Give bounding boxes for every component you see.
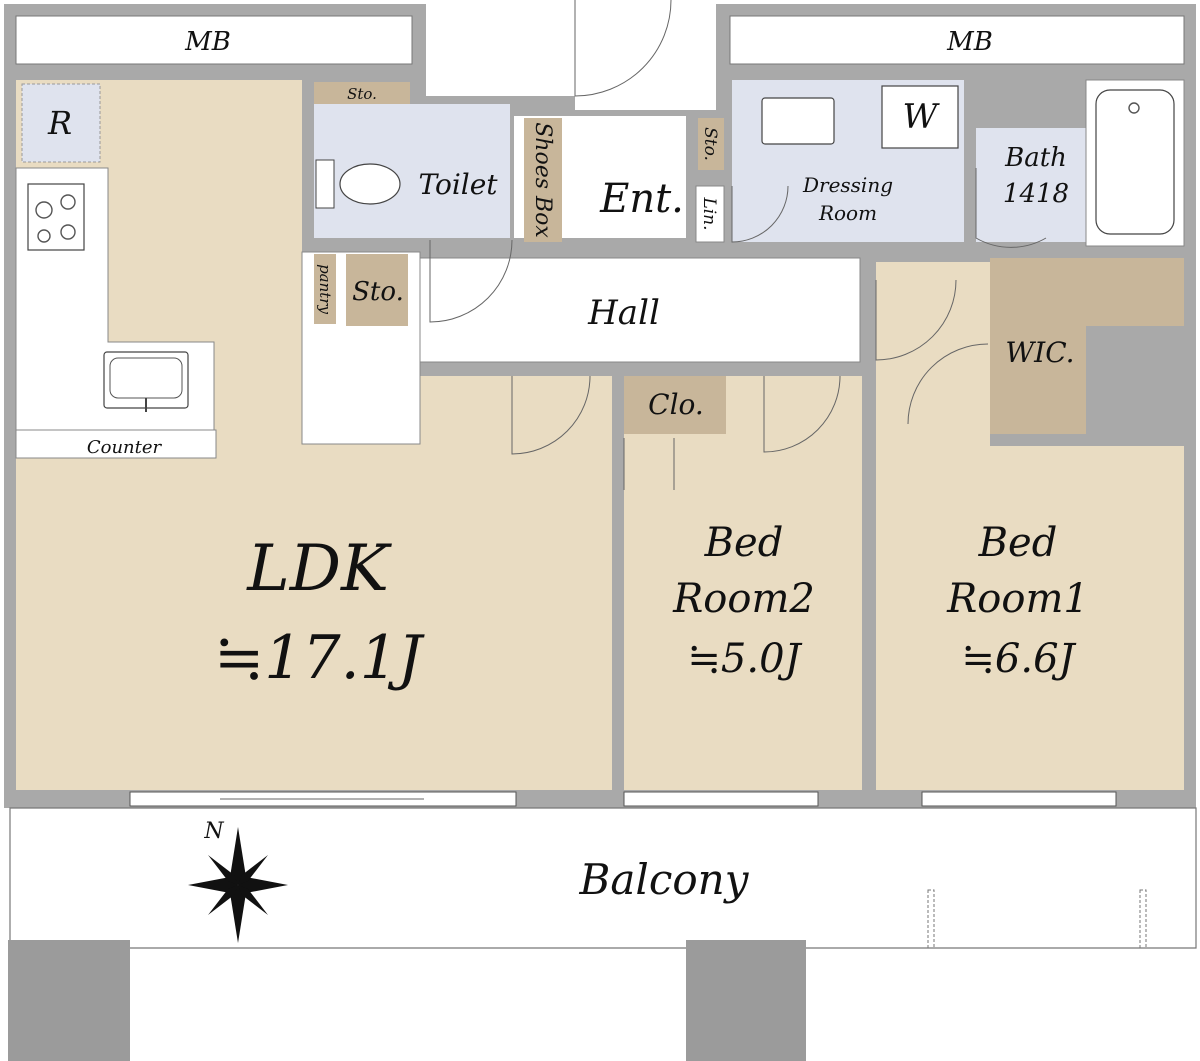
ldk-size-label: ≒17.1J <box>214 623 425 693</box>
hall-storage-label: Sto. <box>352 277 404 307</box>
hall-label: Hall <box>587 293 660 333</box>
room-labels: MB MB R Sto. Toilet Shoes Box Ent. Sto. … <box>47 27 1089 904</box>
hall-area <box>419 257 861 363</box>
balcony-drains <box>927 889 1147 949</box>
doors <box>429 0 1047 490</box>
bedroom1-label-1: Bed <box>978 520 1058 566</box>
bath-label-2: 1418 <box>1003 179 1069 209</box>
bedroom1-size-label: ≒6.6J <box>961 636 1076 682</box>
washbasin <box>761 97 835 145</box>
bedroom2-area <box>624 376 862 790</box>
closet-label: Clo. <box>648 388 704 421</box>
dressing-room-label-1: Dressing <box>802 173 893 197</box>
shoes-box-label: Shoes Box <box>530 122 555 238</box>
entrance-storage <box>698 118 724 170</box>
mb-left-label: MB <box>184 27 231 57</box>
bedroom2-size-label: ≒5.0J <box>687 636 802 682</box>
counter-label: Counter <box>87 437 163 458</box>
balcony-area <box>9 807 1197 949</box>
dressing-room-label-2: Room <box>818 201 877 225</box>
refrigerator-label: R <box>47 104 72 142</box>
mb-right-box <box>729 15 1185 65</box>
bath-room <box>976 128 1086 242</box>
bathtub <box>1095 89 1175 235</box>
compass-north-label: N <box>203 819 224 844</box>
toilet-label: Toilet <box>418 168 498 201</box>
toilet-storage <box>314 82 410 104</box>
toilet-fixture <box>315 159 401 209</box>
bedroom2-label-2: Room2 <box>672 576 815 622</box>
closet <box>624 376 726 434</box>
cooktop <box>27 183 85 251</box>
bedroom2-label-1: Bed <box>704 520 784 566</box>
wic-label: WIC. <box>1005 336 1074 369</box>
windows <box>129 791 1117 807</box>
refrigerator-space <box>21 83 101 163</box>
ldk-name-label: LDK <box>246 532 392 606</box>
washer-label: W <box>903 97 941 137</box>
bedroom1-area <box>876 262 1184 790</box>
washer-space <box>881 85 959 149</box>
column-left <box>8 940 130 1061</box>
mb-left-box <box>15 15 413 65</box>
counter-strip <box>15 429 217 459</box>
column-right <box>686 940 806 1061</box>
balcony-label: Balcony <box>579 855 750 904</box>
compass-icon <box>188 827 288 943</box>
ldk-area <box>16 80 612 790</box>
bedroom1-label-2: Room1 <box>946 576 1089 622</box>
entrance-label: Ent. <box>599 176 684 222</box>
linen-shelf <box>695 185 725 243</box>
mb-right-label: MB <box>946 27 993 57</box>
toilet-storage-label: Sto. <box>347 85 377 103</box>
bath-label-1: Bath <box>1004 143 1067 173</box>
pantry-label: pantry <box>316 264 334 314</box>
linen-label: Lin. <box>699 196 719 230</box>
entrance-storage-label: Sto. <box>700 127 720 161</box>
shoes-box <box>524 118 562 242</box>
hall-storage <box>346 254 408 326</box>
kitchen-sink <box>103 351 189 412</box>
bath-drain <box>1128 102 1140 114</box>
walk-in-closet <box>990 258 1184 434</box>
pantry-storage <box>314 254 336 324</box>
